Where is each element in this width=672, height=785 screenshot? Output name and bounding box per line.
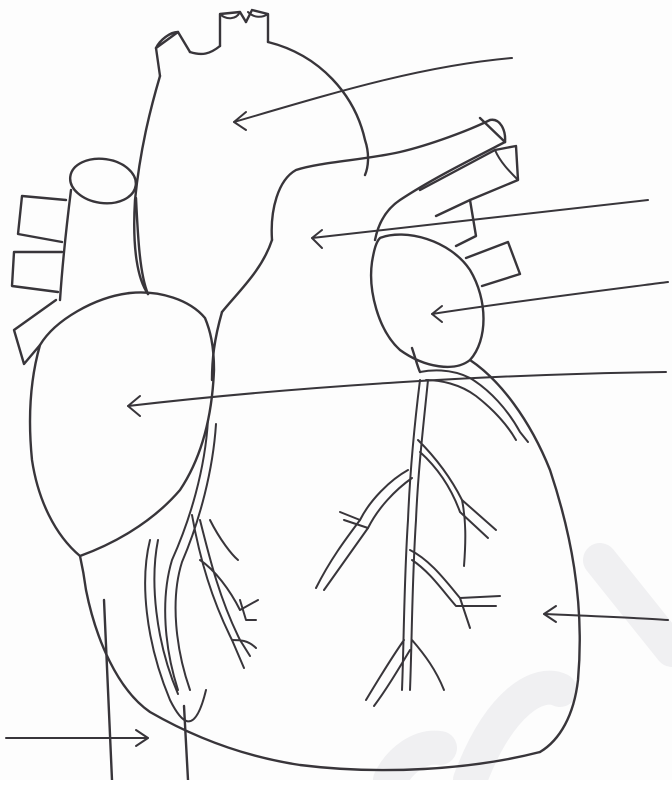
- right-atrium: [30, 292, 214, 556]
- pointer-pulmonary-trunk: [312, 200, 648, 248]
- pointer-aorta: [234, 58, 512, 130]
- pointer-inferior-vena-cava: [6, 730, 148, 746]
- pointer-right-atrium: [128, 372, 666, 416]
- right-coronary-vessels: [145, 420, 258, 721]
- watermark-mark: [390, 560, 672, 780]
- left-atrium: [371, 235, 483, 367]
- right-pulmonary-veins: [12, 196, 66, 364]
- left-pulmonary-veins: [436, 200, 520, 286]
- left-coronary-vessels: [316, 370, 528, 706]
- pointer-left-atrium: [432, 282, 668, 322]
- aorta: [134, 10, 368, 294]
